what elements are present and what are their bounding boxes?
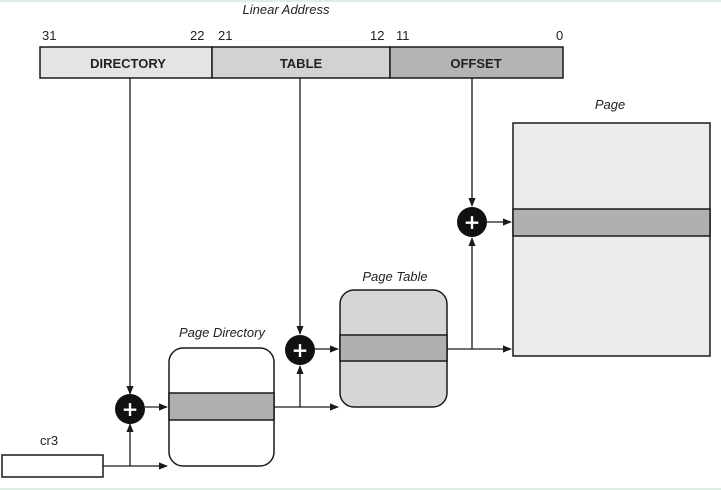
adder-directory: + — [115, 394, 145, 424]
page-box — [512, 122, 711, 357]
plus-icon: + — [292, 338, 309, 362]
adder-circle — [285, 335, 315, 365]
page-table-label: Page Table — [362, 269, 427, 284]
bit-11-label: 11 — [396, 28, 410, 43]
bit-12-label: 12 — [370, 28, 384, 43]
adder-circle — [115, 394, 145, 424]
top-border — [0, 0, 721, 2]
table-field: TABLE — [211, 46, 391, 79]
offset-field-box — [389, 46, 564, 79]
plus-icon: + — [464, 210, 481, 234]
bit-21-label: 21 — [218, 28, 232, 43]
adder-circle — [457, 207, 487, 237]
page-label: Page — [595, 97, 625, 112]
adder-offset: + — [457, 207, 487, 237]
bit-22-label: 22 — [190, 28, 204, 43]
bit-0-label: 0 — [556, 28, 563, 43]
page-directory-label: Page Directory — [179, 325, 266, 340]
directory-field-label: DIRECTORY — [90, 56, 166, 71]
page-table-box — [339, 289, 448, 408]
adder-table: + — [285, 335, 315, 365]
plus-icon: + — [122, 397, 139, 421]
directory-field-box — [39, 46, 213, 79]
cr3-register — [1, 454, 104, 478]
bit-31-label: 31 — [42, 28, 56, 43]
table-field-label: TABLE — [280, 56, 323, 71]
page-directory-box — [168, 347, 275, 467]
page-entry — [512, 208, 711, 237]
page-directory-entry — [168, 392, 275, 421]
table-field-box — [211, 46, 391, 79]
page-body — [512, 122, 711, 357]
offset-field: OFFSET — [389, 46, 564, 79]
cr3-label: cr3 — [40, 433, 58, 448]
directory-field: DIRECTORY — [39, 46, 213, 79]
connectors — [103, 78, 512, 470]
bottom-border — [0, 488, 721, 490]
page-table-entry — [339, 334, 448, 362]
linear-address-title: Linear Address — [243, 2, 330, 17]
offset-field-label: OFFSET — [450, 56, 501, 71]
